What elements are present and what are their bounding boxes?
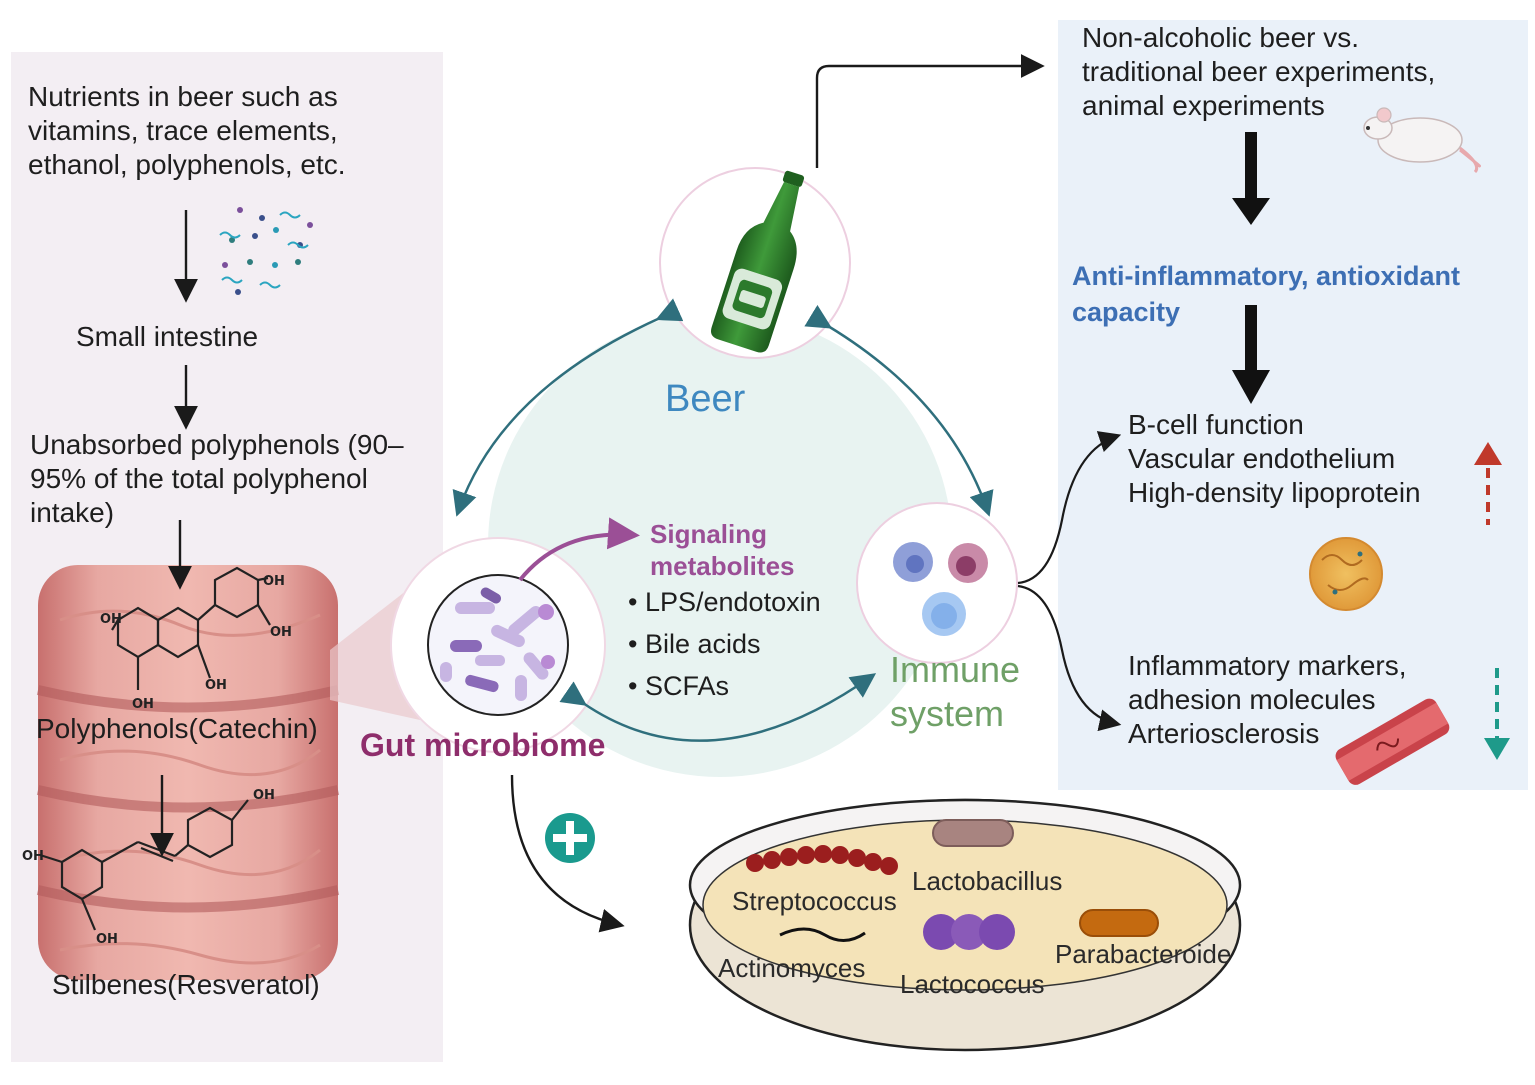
- oh-label: OH: [270, 625, 292, 640]
- metabolite-label: Bile acids: [644, 629, 761, 659]
- lactococcus-icon: [923, 914, 1015, 950]
- arrow-gut-to-petri: [510, 774, 625, 933]
- intestine-illustration: [36, 565, 340, 980]
- catechin-structure: [111, 566, 271, 690]
- metabolite-item-scfa: • SCFAs: [628, 669, 729, 703]
- bullet: •: [628, 587, 638, 617]
- streptococcus-icon: [746, 845, 898, 875]
- parabacteroide-label: Parabacteroide: [1055, 939, 1232, 969]
- signaling-arrow: [518, 517, 640, 582]
- metabolite-label: SCFAs: [644, 671, 729, 701]
- gut-microbiome-label: Gut microbiome: [360, 727, 606, 763]
- catechin-label: Polyphenols(Catechin): [36, 713, 318, 744]
- oh-label: OH: [132, 697, 154, 712]
- lactococcus-label: Lactococcus: [900, 969, 1045, 999]
- signaling-metabolites-title: Signaling metabolites: [650, 519, 795, 581]
- down-items-text: Inflammatory markers, adhesion molecules…: [1128, 650, 1407, 749]
- immune-cells-icon: [893, 542, 988, 636]
- lipoprotein-icon: [1309, 537, 1383, 611]
- streptococcus-label: Streptococcus: [732, 886, 897, 916]
- thick-arrow-1: [1232, 132, 1270, 225]
- oh-label: OH: [22, 849, 44, 864]
- beer-bottle-icon: [710, 170, 805, 353]
- small-intestine-label: Small intestine: [76, 321, 259, 352]
- nutrients-text: Nutrients in beer such as vitamins, trac…: [28, 81, 346, 180]
- oh-label: OH: [96, 932, 118, 947]
- mouse-icon: [1363, 107, 1481, 174]
- stilbenes-label: Stilbenes(Resveratol): [52, 969, 320, 1000]
- beer-label: Beer: [665, 378, 746, 420]
- immune-system-label: Immune system: [890, 649, 1021, 734]
- artery-icon: [1335, 698, 1450, 785]
- oh-label: OH: [205, 678, 227, 693]
- metabolite-item-bile: • Bile acids: [628, 627, 761, 661]
- oh-label: OH: [100, 612, 122, 627]
- arrow-beer-gut: [452, 298, 684, 517]
- capacity-text: Anti-inflammatory, antioxidant capacity: [1072, 261, 1461, 327]
- actinomyces-label: Actinomyces: [718, 953, 866, 983]
- experiments-text: Non-alcoholic beer vs. traditional beer …: [1082, 22, 1436, 121]
- plus-icon: [545, 813, 595, 863]
- bullet: •: [628, 629, 638, 659]
- lactobacillus-label: Lactobacillus: [912, 866, 1063, 896]
- arrow-immune-to-up: [1017, 431, 1122, 585]
- parabacteroide-icon: [1079, 909, 1159, 937]
- oh-label: OH: [253, 788, 275, 803]
- unabsorbed-text: Unabsorbed polyphenols (90– 95% of the t…: [30, 429, 404, 528]
- arrow-gut-immune: [559, 673, 877, 742]
- metabolite-item-lps: • LPS/endotoxin: [628, 585, 821, 619]
- lactobacillus-icon: [932, 819, 1014, 847]
- oh-label: OH: [263, 574, 285, 589]
- thick-arrow-2: [1232, 305, 1270, 404]
- arrow-beer-to-experiments: [815, 54, 1045, 168]
- arrow-beer-immune: [804, 304, 994, 517]
- metabolite-label: LPS/endotoxin: [644, 587, 821, 617]
- increase-arrow-icon: [1474, 442, 1502, 525]
- bullet: •: [628, 671, 638, 701]
- bacteria-icon: [440, 587, 555, 701]
- decrease-arrow-icon: [1484, 668, 1510, 760]
- up-items-text: B-cell function Vascular endothelium Hig…: [1128, 409, 1421, 508]
- arrow-immune-to-down: [1017, 584, 1122, 732]
- nutrient-particles-icon: [219, 207, 313, 295]
- actinomyces-icon: [779, 927, 866, 942]
- immune-circle: [856, 502, 1018, 664]
